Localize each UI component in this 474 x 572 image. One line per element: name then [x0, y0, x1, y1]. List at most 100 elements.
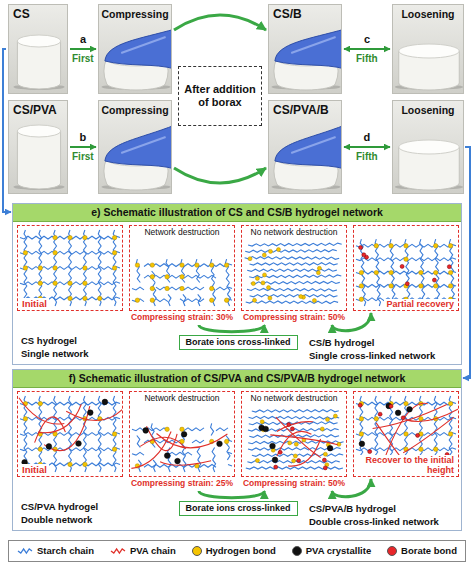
- pva-crystallite: [407, 407, 413, 413]
- starch-chain: [84, 230, 87, 306]
- starch-chain: [183, 460, 186, 472]
- network-box: No network destructionCompressing strain…: [241, 391, 347, 489]
- hydrogen-bond: [299, 295, 303, 299]
- hydrogen-bond: [323, 452, 327, 456]
- photo-panel: Compressing: [98, 100, 172, 194]
- hydrogen-bond: [448, 270, 452, 274]
- borate-bond: [297, 459, 301, 463]
- photo-label: CS/PVA/B: [273, 103, 329, 117]
- starch-chain: [356, 433, 456, 436]
- hydrogen-bond: [53, 235, 57, 239]
- starch-chain: [132, 287, 144, 290]
- starch-chain: [204, 264, 216, 267]
- starch-chain: [137, 271, 141, 283]
- network-note: No network destruction: [249, 393, 340, 404]
- starch-chain: [151, 423, 154, 435]
- process-box: Borate ions cross-linked: [179, 335, 298, 350]
- legend-text: PVA crystallite: [306, 544, 371, 558]
- step-label: Fifth: [356, 151, 378, 163]
- connector: [174, 15, 266, 30]
- hydrogen-bond: [292, 459, 296, 463]
- hydrogen-bond: [135, 298, 139, 302]
- hydrogen-bond: [165, 427, 169, 431]
- hydrogen-bond: [293, 454, 297, 458]
- hydrogen-bond: [53, 251, 57, 255]
- starch-chain: [247, 288, 337, 291]
- legend: Starch chainPVA chainHydrogen bondPVA cr…: [8, 540, 466, 562]
- starch-chain: [180, 452, 192, 455]
- hydrogen-bond: [83, 462, 87, 466]
- starch-chain: [216, 264, 228, 267]
- hydrogen-bond: [268, 296, 272, 300]
- starch-chain: [248, 448, 341, 451]
- glove-highlight: [121, 137, 165, 153]
- borate-bond: [287, 423, 291, 427]
- borate-bond: [405, 282, 409, 286]
- borate-bond: [290, 427, 294, 431]
- legend-swatch: [387, 546, 397, 556]
- starch-chain: [405, 239, 410, 306]
- photo-label: Compressing: [101, 7, 168, 21]
- photo-panel: Compressing: [98, 4, 172, 94]
- hydrogen-bond: [404, 432, 408, 436]
- hydrogen-bond: [419, 270, 423, 274]
- connector: [70, 146, 96, 148]
- photo-label: Loosening: [401, 103, 454, 117]
- pva-crystallite: [272, 457, 278, 463]
- network-illustration: [242, 392, 346, 476]
- glove: [105, 29, 172, 69]
- pva-chain: [403, 417, 454, 453]
- strain-caption: Compressing strain: 50%: [241, 478, 347, 489]
- borate-bond: [389, 404, 393, 408]
- network-box: Recover to the initial height: [353, 391, 459, 477]
- connector: [199, 325, 264, 332]
- figure-panel: e) Schematic illustration of CS and CS/B…: [12, 203, 462, 365]
- state-label: Partial recovery: [384, 299, 456, 309]
- hydrogen-bond: [288, 441, 292, 445]
- hydrogel-top: [399, 140, 459, 154]
- step-label: First: [72, 53, 94, 65]
- hydrogen-bond: [253, 298, 257, 302]
- hydrogen-bond: [112, 235, 116, 239]
- hydrogen-bond: [374, 417, 378, 421]
- network-note: No network destruction: [249, 227, 340, 238]
- dashed-frame: Partial recovery: [353, 225, 459, 311]
- pva-crystallite: [263, 426, 269, 432]
- starch-chain: [168, 460, 171, 472]
- hydrogen-bond: [269, 249, 273, 253]
- hydrogel-top: [399, 44, 459, 58]
- pva-chain: [38, 404, 81, 433]
- starch-chain: [180, 299, 192, 302]
- starch-chain: [180, 275, 192, 278]
- starch-chain: [248, 243, 342, 246]
- strain-caption: Compressing strain: 30%: [129, 312, 235, 323]
- hydrogen-bond: [112, 251, 116, 255]
- pva-chain: [276, 417, 321, 457]
- starch-chain: [144, 275, 156, 278]
- starch-chain: [192, 465, 204, 468]
- starch-chain: [69, 230, 72, 306]
- hydrogen-bond: [68, 296, 72, 300]
- hydrogen-bond: [316, 271, 320, 275]
- starch-chain: [375, 239, 380, 306]
- hydrogen-bond: [180, 263, 184, 267]
- hydrogen-bond: [448, 401, 452, 405]
- borate-bond: [278, 450, 282, 454]
- glove-highlight: [291, 137, 335, 153]
- hydrogen-bond: [38, 266, 42, 270]
- starch-chain: [54, 230, 57, 306]
- network-box: Initial: [17, 391, 123, 477]
- hydrogen-bond: [404, 401, 408, 405]
- pva-crystallite: [359, 441, 365, 447]
- legend-text: Hydrogen bond: [206, 544, 276, 558]
- borate-bond: [362, 253, 366, 257]
- edge-label: d: [362, 131, 373, 143]
- borate-bond: [416, 433, 420, 437]
- legend-item: Hydrogen bond: [192, 544, 276, 558]
- box-label: Borate ions cross-linked: [186, 337, 291, 348]
- starch-chain: [84, 396, 87, 472]
- network-box: Partial recovery: [353, 225, 459, 311]
- state-label: Initial: [20, 298, 49, 309]
- photo-panel: CS: [8, 4, 68, 94]
